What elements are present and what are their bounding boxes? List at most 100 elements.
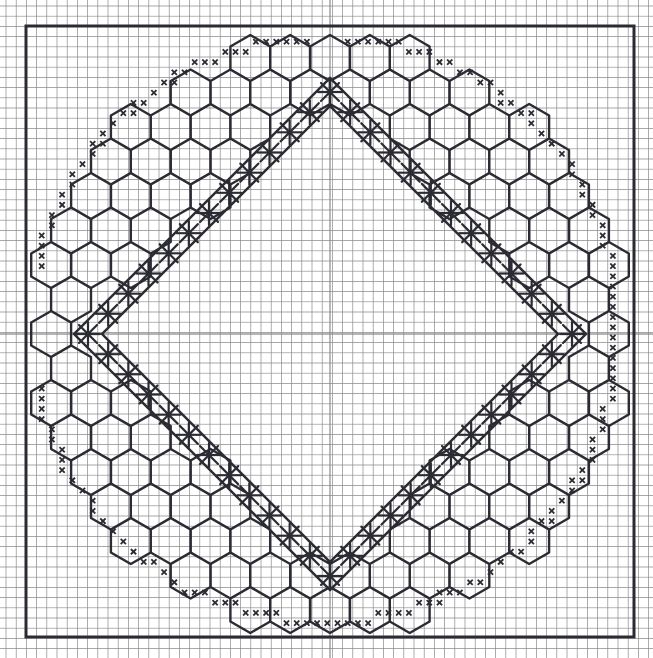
cross-stitch — [590, 202, 595, 207]
cross-stitch — [549, 141, 554, 146]
star-stitch — [338, 100, 362, 124]
star-stitch — [217, 463, 241, 487]
cross-stitch — [162, 80, 167, 85]
cross-stitch — [284, 621, 289, 626]
star-stitch — [157, 241, 181, 265]
cross-stitch — [335, 621, 340, 626]
cross-stitch — [172, 70, 177, 75]
cross-stitch — [610, 376, 615, 381]
star-stitch — [439, 443, 463, 467]
star-stitch — [419, 181, 443, 205]
cross-stitch — [610, 304, 615, 309]
cross-stitch — [60, 202, 65, 207]
cross-stitch — [49, 213, 54, 218]
cross-stitch — [366, 621, 371, 626]
star-stitch — [358, 524, 382, 548]
cross-stitch — [610, 264, 615, 269]
cross-stitch — [253, 39, 258, 44]
cross-stitch — [610, 253, 615, 258]
cross-stitch — [498, 100, 503, 105]
star-stitch — [379, 504, 403, 528]
star-stitch — [479, 241, 503, 265]
cross-stitch — [213, 60, 218, 65]
star-stitch — [258, 504, 282, 528]
cross-stitch — [610, 325, 615, 330]
cross-stitch — [325, 621, 330, 626]
cross-stitch — [529, 111, 534, 116]
cross-stitch — [498, 559, 503, 564]
cross-stitch — [39, 264, 44, 269]
cross-stitch — [162, 570, 167, 575]
cross-stitch — [590, 437, 595, 442]
star-stitch — [237, 161, 261, 185]
cross-stitch — [417, 49, 422, 54]
cross-stitch — [39, 253, 44, 258]
cross-stitch — [223, 600, 228, 605]
cross-stitch — [610, 335, 615, 340]
star-stitch — [560, 322, 584, 346]
star-stitch — [540, 342, 564, 366]
cross-stitch — [570, 478, 575, 483]
hexagon-cell — [450, 553, 490, 599]
cross-stitch — [60, 468, 65, 473]
cross-stitch — [70, 172, 75, 177]
cross-stitch — [539, 131, 544, 136]
star-stitch — [298, 100, 322, 124]
cross-stitch — [610, 355, 615, 360]
star-stitch — [459, 221, 483, 245]
cross-stitch — [610, 315, 615, 320]
star-stitch — [358, 120, 382, 144]
cross-stitch — [100, 131, 105, 136]
star-stitch — [399, 161, 423, 185]
cross-stitch — [294, 621, 299, 626]
cross-stitch — [151, 559, 156, 564]
cross-stitch — [233, 600, 238, 605]
cross-stitch — [376, 610, 381, 615]
cross-stitch — [610, 274, 615, 279]
cross-stitch — [559, 151, 564, 156]
star-stitch — [318, 80, 342, 104]
cross-stitch — [580, 182, 585, 187]
cross-stitch — [437, 60, 442, 65]
star-stitch — [116, 282, 140, 306]
star-stitch — [177, 423, 201, 447]
cross-stitch — [366, 39, 371, 44]
cross-stitch — [570, 162, 575, 167]
cross-stitch — [131, 549, 136, 554]
cross-stitch — [590, 447, 595, 452]
cross-stitch — [243, 49, 248, 54]
cross-stitch — [386, 39, 391, 44]
cross-stitch — [600, 406, 605, 411]
cross-stitch — [437, 600, 442, 605]
cross-stitch — [468, 580, 473, 585]
star-stitch — [520, 362, 544, 386]
cross-stitch — [192, 590, 197, 595]
cross-stitch — [60, 457, 65, 462]
star-stitch — [520, 282, 544, 306]
cross-stitch — [610, 386, 615, 391]
cross-stitch — [406, 49, 411, 54]
cross-stitch — [529, 121, 534, 126]
cross-stitch — [172, 580, 177, 585]
star-stitch — [157, 403, 181, 427]
cross-stitch — [508, 100, 513, 105]
star-stitch — [217, 181, 241, 205]
star-stitch — [500, 262, 524, 286]
cross-stitch — [141, 100, 146, 105]
cross-stitch — [447, 590, 452, 595]
cross-stitch — [141, 559, 146, 564]
cross-stitch — [39, 233, 44, 238]
star-stitch — [479, 403, 503, 427]
star-stitch — [459, 423, 483, 447]
star-stitch — [137, 262, 161, 286]
cross-stitch — [478, 80, 483, 85]
cross-stitch — [192, 60, 197, 65]
cross-stitch — [590, 213, 595, 218]
cross-stitch — [345, 39, 350, 44]
cross-stitch — [172, 80, 177, 85]
star-stitch — [439, 201, 463, 225]
star-stitch — [500, 383, 524, 407]
cross-stitch — [610, 345, 615, 350]
cross-stitch — [580, 468, 585, 473]
star-stitch — [379, 141, 403, 165]
